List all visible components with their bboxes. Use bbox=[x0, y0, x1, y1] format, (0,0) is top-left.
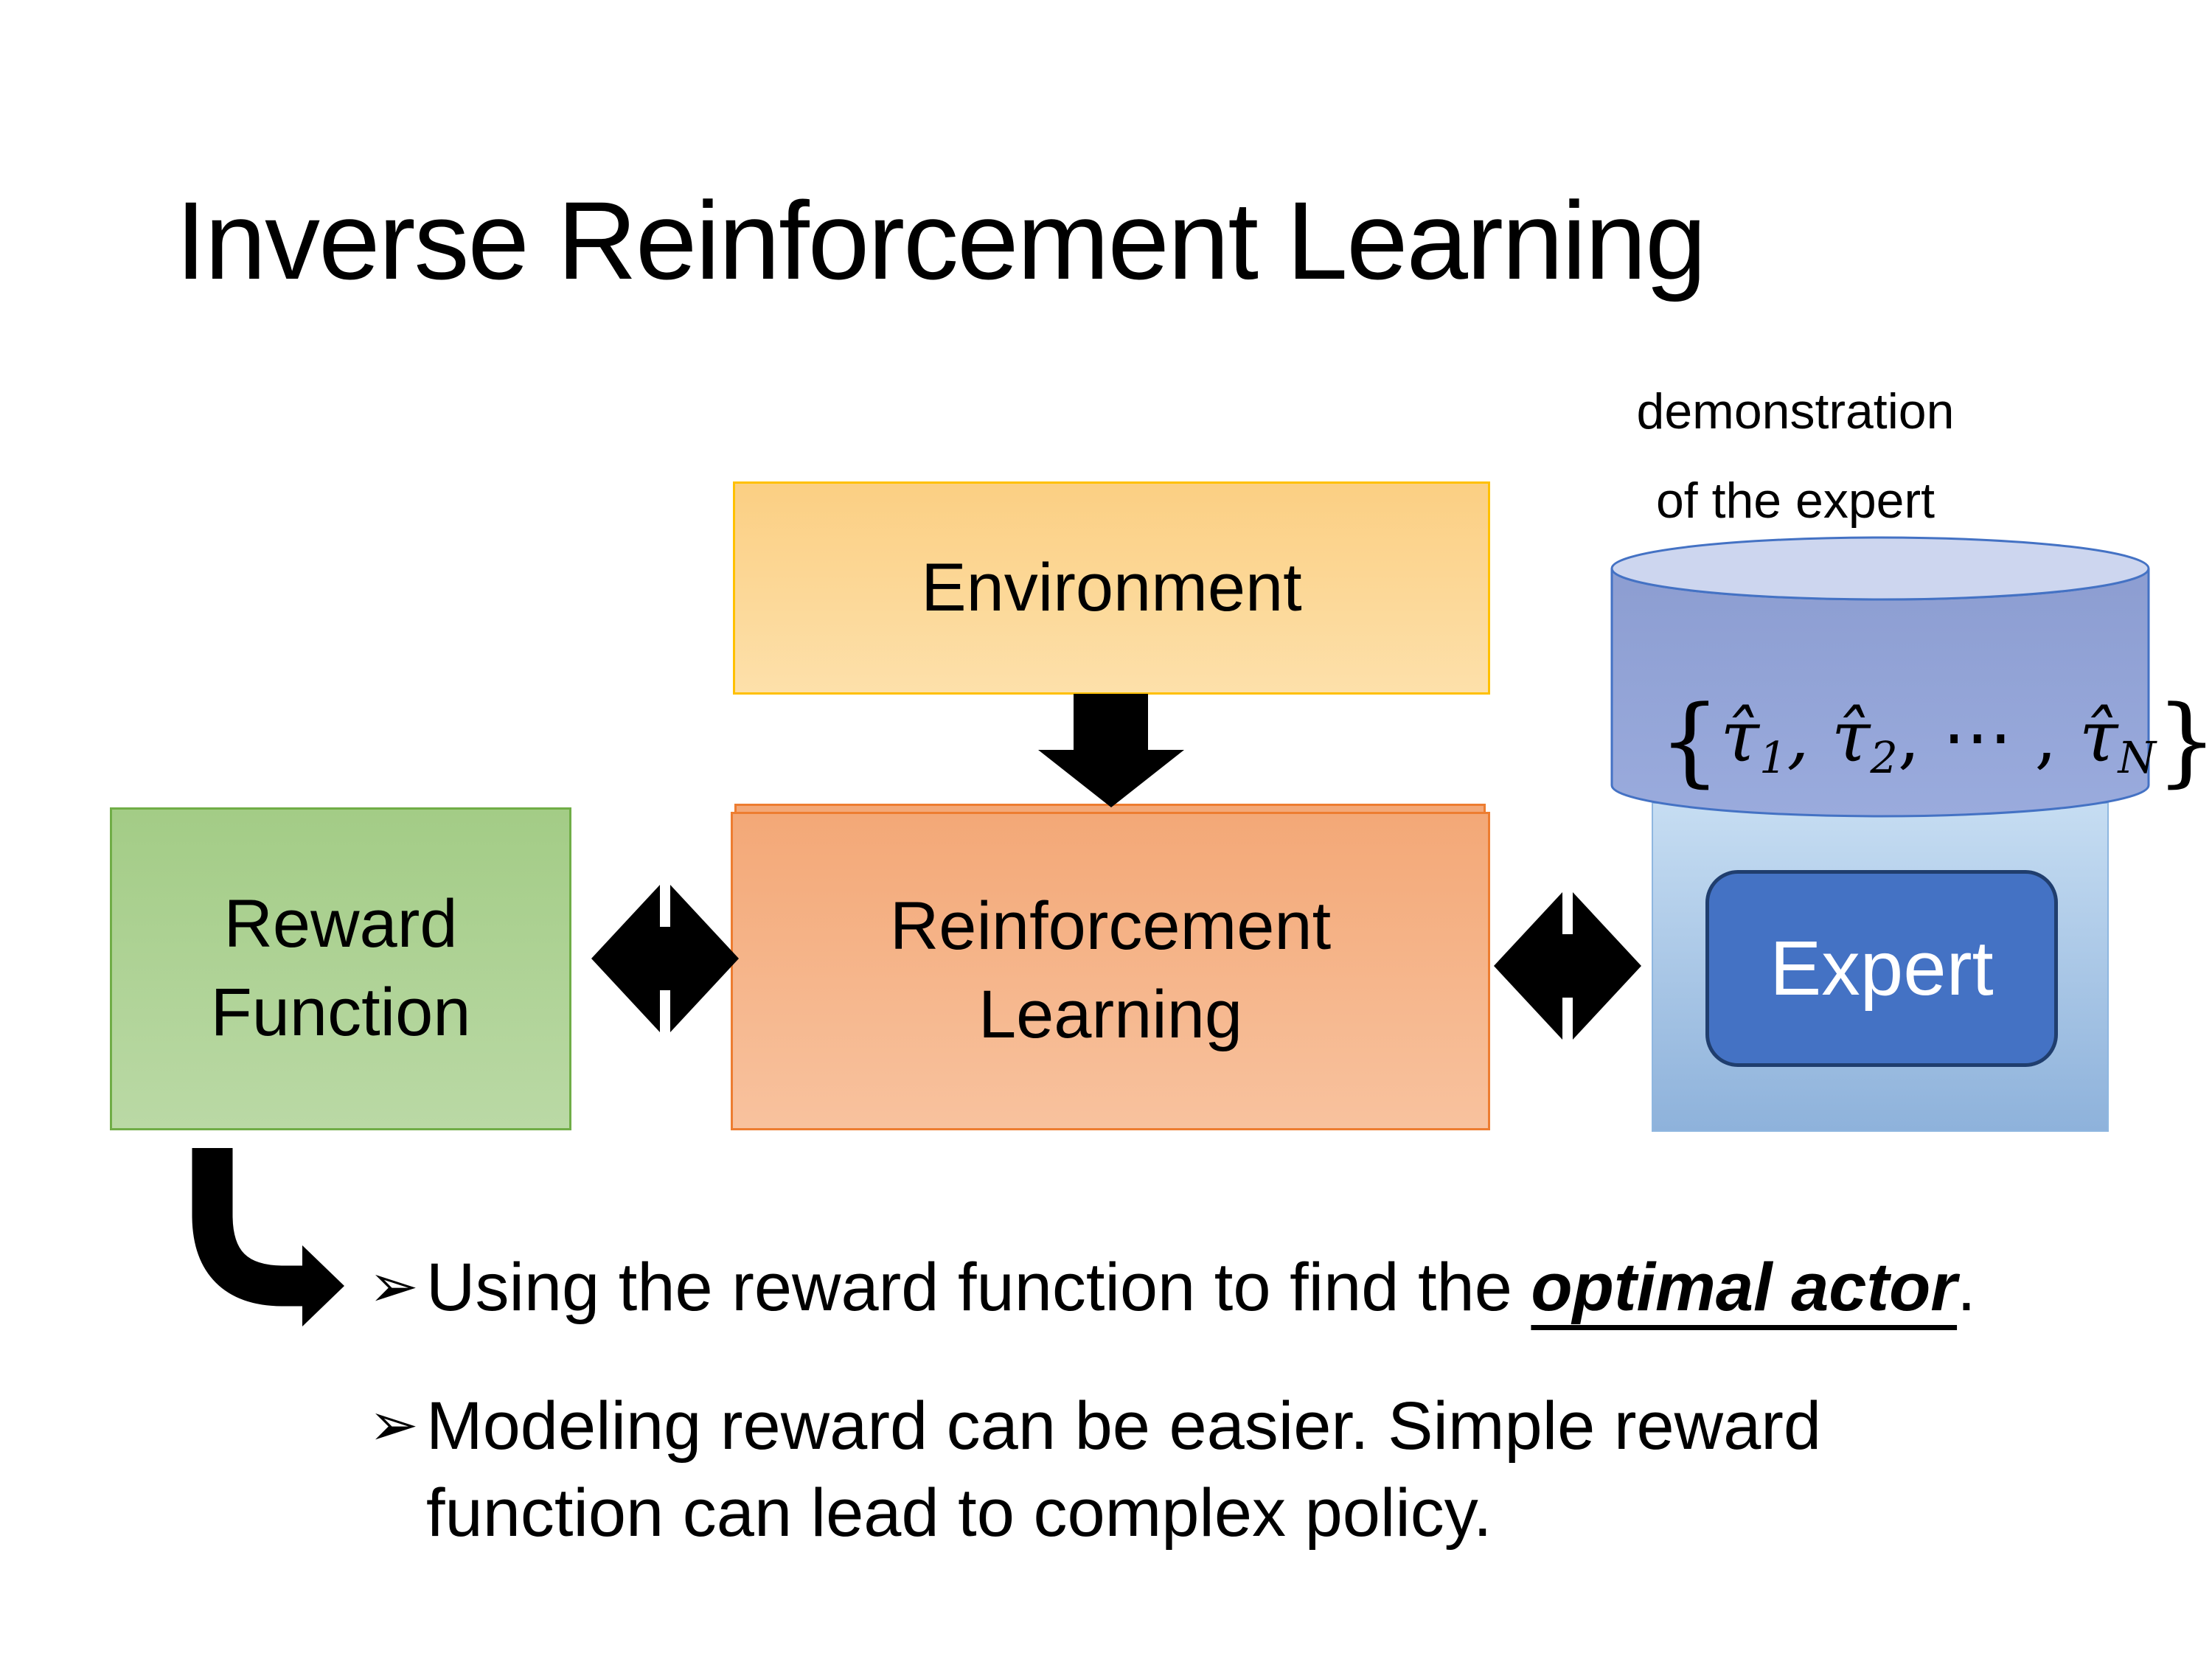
elbow-arrow-head bbox=[302, 1245, 344, 1326]
rl-label-line-2: Learning bbox=[978, 977, 1243, 1052]
formula-tau-2: τ̂ bbox=[1831, 696, 1871, 778]
annotation-line-2: of the expert bbox=[1655, 473, 1935, 529]
bullet-item-1: ➢ Using the reward function to find the … bbox=[369, 1245, 1976, 1332]
bullet-item-2: ➢ Modeling reward can be easier. Simple … bbox=[369, 1383, 1821, 1557]
bullet-arrow-icon: ➢ bbox=[369, 1391, 419, 1460]
bullet-1-suffix: . bbox=[1957, 1250, 1976, 1325]
annotation-line-1: demonstration bbox=[1636, 383, 1955, 439]
bullet-2-text: Modeling reward can be easier. Simple re… bbox=[426, 1383, 1821, 1557]
bullet-2-line-1: Modeling reward can be easier. Simple re… bbox=[426, 1388, 1822, 1464]
formula-open-brace: { bbox=[1659, 684, 1721, 797]
trajectory-set-formula: {τ̂1, τ̂2, ⋯ , τ̂N} bbox=[1659, 684, 2212, 797]
bullet-1-prefix: Using the reward function to find the bbox=[426, 1250, 1531, 1325]
elbow-arrow-shaft bbox=[192, 1148, 302, 1307]
bullet-1-text: Using the reward function to find the op… bbox=[426, 1245, 1976, 1332]
page-title: Inverse Reinforcement Learning bbox=[175, 178, 1706, 302]
bullet-2-line-2: function can lead to complex policy. bbox=[426, 1475, 1492, 1551]
formula-close-brace: } bbox=[2155, 684, 2212, 797]
environment-box: Environment bbox=[733, 481, 1490, 695]
formula-dots: , ⋯ , bbox=[1897, 696, 2079, 778]
formula-tau-1: τ̂ bbox=[1720, 696, 1759, 778]
expert-label: Expert bbox=[1770, 925, 1994, 1012]
reinforcement-learning-box: Reinforcement Learning bbox=[731, 812, 1490, 1130]
demonstration-annotation: demonstration of the expert bbox=[1567, 367, 2024, 546]
bullet-1-emphasis: optimal actor bbox=[1531, 1250, 1958, 1325]
bullet-arrow-icon: ➢ bbox=[369, 1252, 419, 1321]
down-arrow bbox=[1038, 694, 1184, 807]
formula-sub-n: N bbox=[2118, 732, 2156, 784]
expert-box: Expert bbox=[1705, 870, 2058, 1067]
environment-label: Environment bbox=[921, 550, 1302, 625]
formula-comma: , bbox=[1787, 696, 1832, 778]
rl-label-line-1: Reinforcement bbox=[889, 888, 1332, 964]
reward-function-box: Reward Function bbox=[110, 807, 571, 1130]
formula-sub-1: 1 bbox=[1759, 732, 1787, 784]
left-double-arrow bbox=[591, 885, 739, 1032]
cylinder-lid bbox=[1610, 536, 2150, 601]
right-double-arrow bbox=[1494, 892, 1641, 1040]
formula-tau-n: τ̂ bbox=[2079, 696, 2118, 778]
reward-label-line-1: Reward bbox=[223, 886, 458, 962]
reward-label-line-2: Function bbox=[210, 975, 471, 1050]
elbow-arrow bbox=[192, 1148, 344, 1326]
formula-sub-2: 2 bbox=[1870, 732, 1898, 784]
